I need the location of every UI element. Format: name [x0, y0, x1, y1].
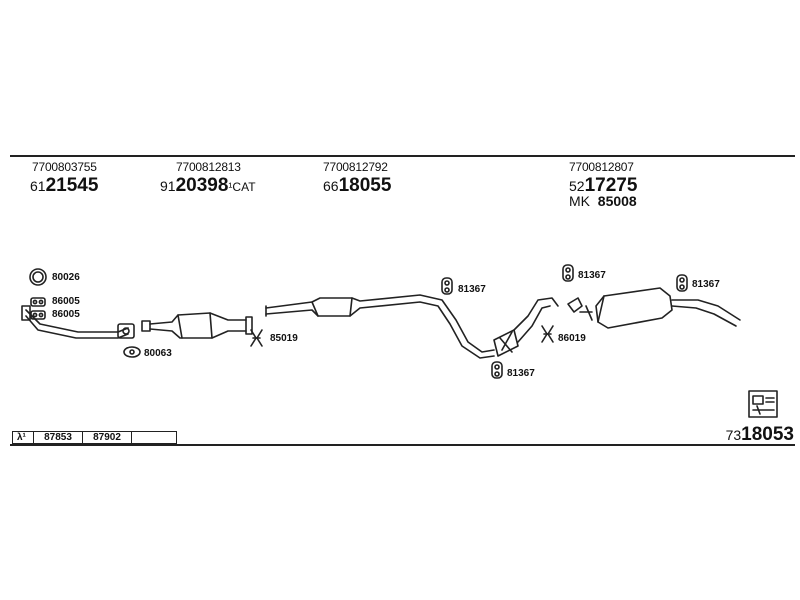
- hanger-4-part: [676, 274, 688, 292]
- mounting-kit-label: MK: [569, 193, 590, 209]
- clamp-2-part: [541, 325, 554, 343]
- callout-ring-gasket: 80026: [52, 272, 80, 283]
- part-2-suffix-mark: ¹: [228, 180, 233, 194]
- set-number-prefix: 73: [725, 427, 742, 443]
- gasket-a-part: [30, 297, 46, 307]
- hanger-3-part: [562, 264, 574, 282]
- callout-gasket-a: 86005: [52, 296, 80, 307]
- part-4-oem: 7700812807: [569, 160, 634, 174]
- mounting-kit-number: 85008: [597, 193, 637, 209]
- part-1-number: 6121545: [30, 175, 98, 197]
- part-2-prefix: 91: [160, 178, 176, 194]
- callout-hanger-4: 81367: [692, 279, 720, 290]
- lambda-symbol: λ¹: [12, 431, 34, 444]
- kit-info-icon: [748, 390, 778, 418]
- part-3-oem: 7700812792: [323, 160, 388, 174]
- callout-hanger-3: 81367: [578, 270, 606, 281]
- lambda-code-2: 87902: [82, 431, 132, 444]
- middle-pipe-part: [265, 294, 495, 359]
- part-2-suffix: CAT: [232, 180, 256, 194]
- mounting-kit: MK 85008: [569, 193, 637, 209]
- part-3-prefix: 66: [323, 178, 339, 194]
- hanger-2-part: [491, 361, 503, 379]
- part-3-number: 6618055: [323, 175, 391, 197]
- callout-clamp-1: 85019: [270, 333, 298, 344]
- front-pipe-part: [21, 305, 135, 339]
- header-divider: [10, 155, 795, 157]
- part-4-main: 17275: [584, 175, 638, 196]
- part-4-prefix: 52: [569, 178, 585, 194]
- part-2-oem: 7700812813: [176, 160, 241, 174]
- part-2-number: 9120398¹CAT: [160, 175, 256, 197]
- hanger-1-part: [441, 277, 453, 295]
- rear-joint-part: [493, 329, 519, 357]
- callout-clamp-2: 86019: [558, 333, 586, 344]
- callout-hanger-2: 81367: [507, 368, 535, 379]
- footer-divider: [10, 444, 795, 446]
- rear-pipe-part: [513, 297, 559, 343]
- part-2-main: 20398: [175, 175, 229, 196]
- flange-part: [123, 346, 141, 358]
- lambda-empty-cell: [131, 431, 177, 444]
- lambda-sensor-table: λ¹ 87853 87902: [12, 431, 177, 444]
- part-1-oem: 7700803755: [32, 160, 97, 174]
- callout-hanger-1: 81367: [458, 284, 486, 295]
- catalytic-converter-part: [141, 312, 253, 339]
- set-number-main: 18053: [741, 424, 794, 445]
- part-4-number: 5217275: [569, 175, 637, 197]
- ring-gasket-part: [29, 268, 47, 286]
- clamp-1-part: [250, 329, 263, 347]
- part-1-prefix: 61: [30, 178, 46, 194]
- lambda-code-1: 87853: [33, 431, 83, 444]
- part-1-main: 21545: [45, 175, 99, 196]
- rear-silencer-part: [567, 287, 741, 329]
- part-3-main: 18055: [338, 175, 392, 196]
- callout-gasket-b: 86005: [52, 309, 80, 320]
- callout-flange: 80063: [144, 348, 172, 359]
- set-number: 7318053: [726, 424, 794, 446]
